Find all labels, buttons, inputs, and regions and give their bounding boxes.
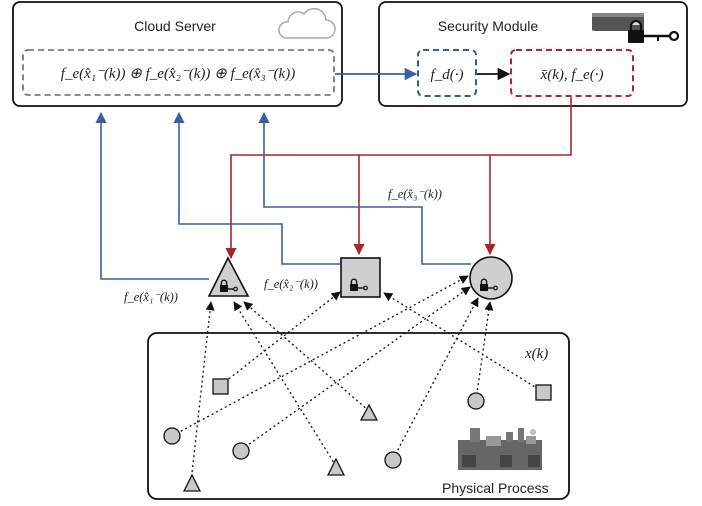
decrypt-box bbox=[417, 49, 477, 97]
physical-process-box: x(k) Physical Process bbox=[147, 332, 570, 500]
field-sensor-circle bbox=[467, 392, 485, 410]
field-sensors bbox=[163, 378, 552, 492]
sensor2-label: f_e(x̂₂⁻(k)) bbox=[264, 277, 318, 291]
field-sensor-triangle bbox=[359, 403, 379, 421]
server-lock-icon bbox=[592, 13, 680, 43]
sensor-node-triangle bbox=[207, 256, 250, 297]
cloud-server-box: Cloud Server f_e(x̂₁⁻(k)) ⊕ f_e(x̂₂⁻(k))… bbox=[12, 1, 343, 107]
cloud-icon bbox=[278, 7, 336, 39]
blue-uplink-lines bbox=[95, 111, 471, 280]
security-module-title: Security Module bbox=[438, 18, 539, 34]
dotted-sensor-links bbox=[171, 275, 544, 483]
sensor-node-circle bbox=[469, 256, 513, 300]
field-sensor-square bbox=[535, 384, 552, 401]
field-sensor-triangle bbox=[182, 473, 202, 492]
field-sensor-triangle bbox=[326, 457, 346, 476]
field-sensor-circle bbox=[384, 451, 402, 469]
aggregate-formula: f_e(x̂₁⁻(k)) ⊕ f_e(x̂₂⁻(k)) ⊕ f_e(x̂₃⁻(k… bbox=[61, 66, 295, 82]
field-sensor-square bbox=[212, 378, 229, 395]
field-sensor-circle bbox=[163, 427, 181, 445]
process-state: x(k) bbox=[524, 346, 548, 362]
security-module-box: Security Module f_d(·) x̄(k), f_e(·) bbox=[378, 1, 688, 107]
sensor3-label: f_e(x̂₃⁻(k)) bbox=[388, 187, 442, 201]
estimate-output: x̄(k), f_e(·) bbox=[540, 67, 604, 83]
aggregate-box bbox=[22, 49, 335, 96]
cloud-server-title: Cloud Server bbox=[134, 18, 216, 34]
field-sensor-circle bbox=[232, 442, 250, 460]
factory-icon bbox=[458, 428, 542, 470]
sensor1-label: f_e(x̂₁⁻(k)) bbox=[124, 290, 178, 304]
red-distribution-lines bbox=[225, 97, 572, 260]
physical-process-label: Physical Process bbox=[442, 480, 549, 496]
estimate-box bbox=[510, 49, 634, 97]
decrypt-function: f_d(·) bbox=[431, 67, 464, 83]
sensor-node-square bbox=[340, 257, 381, 298]
